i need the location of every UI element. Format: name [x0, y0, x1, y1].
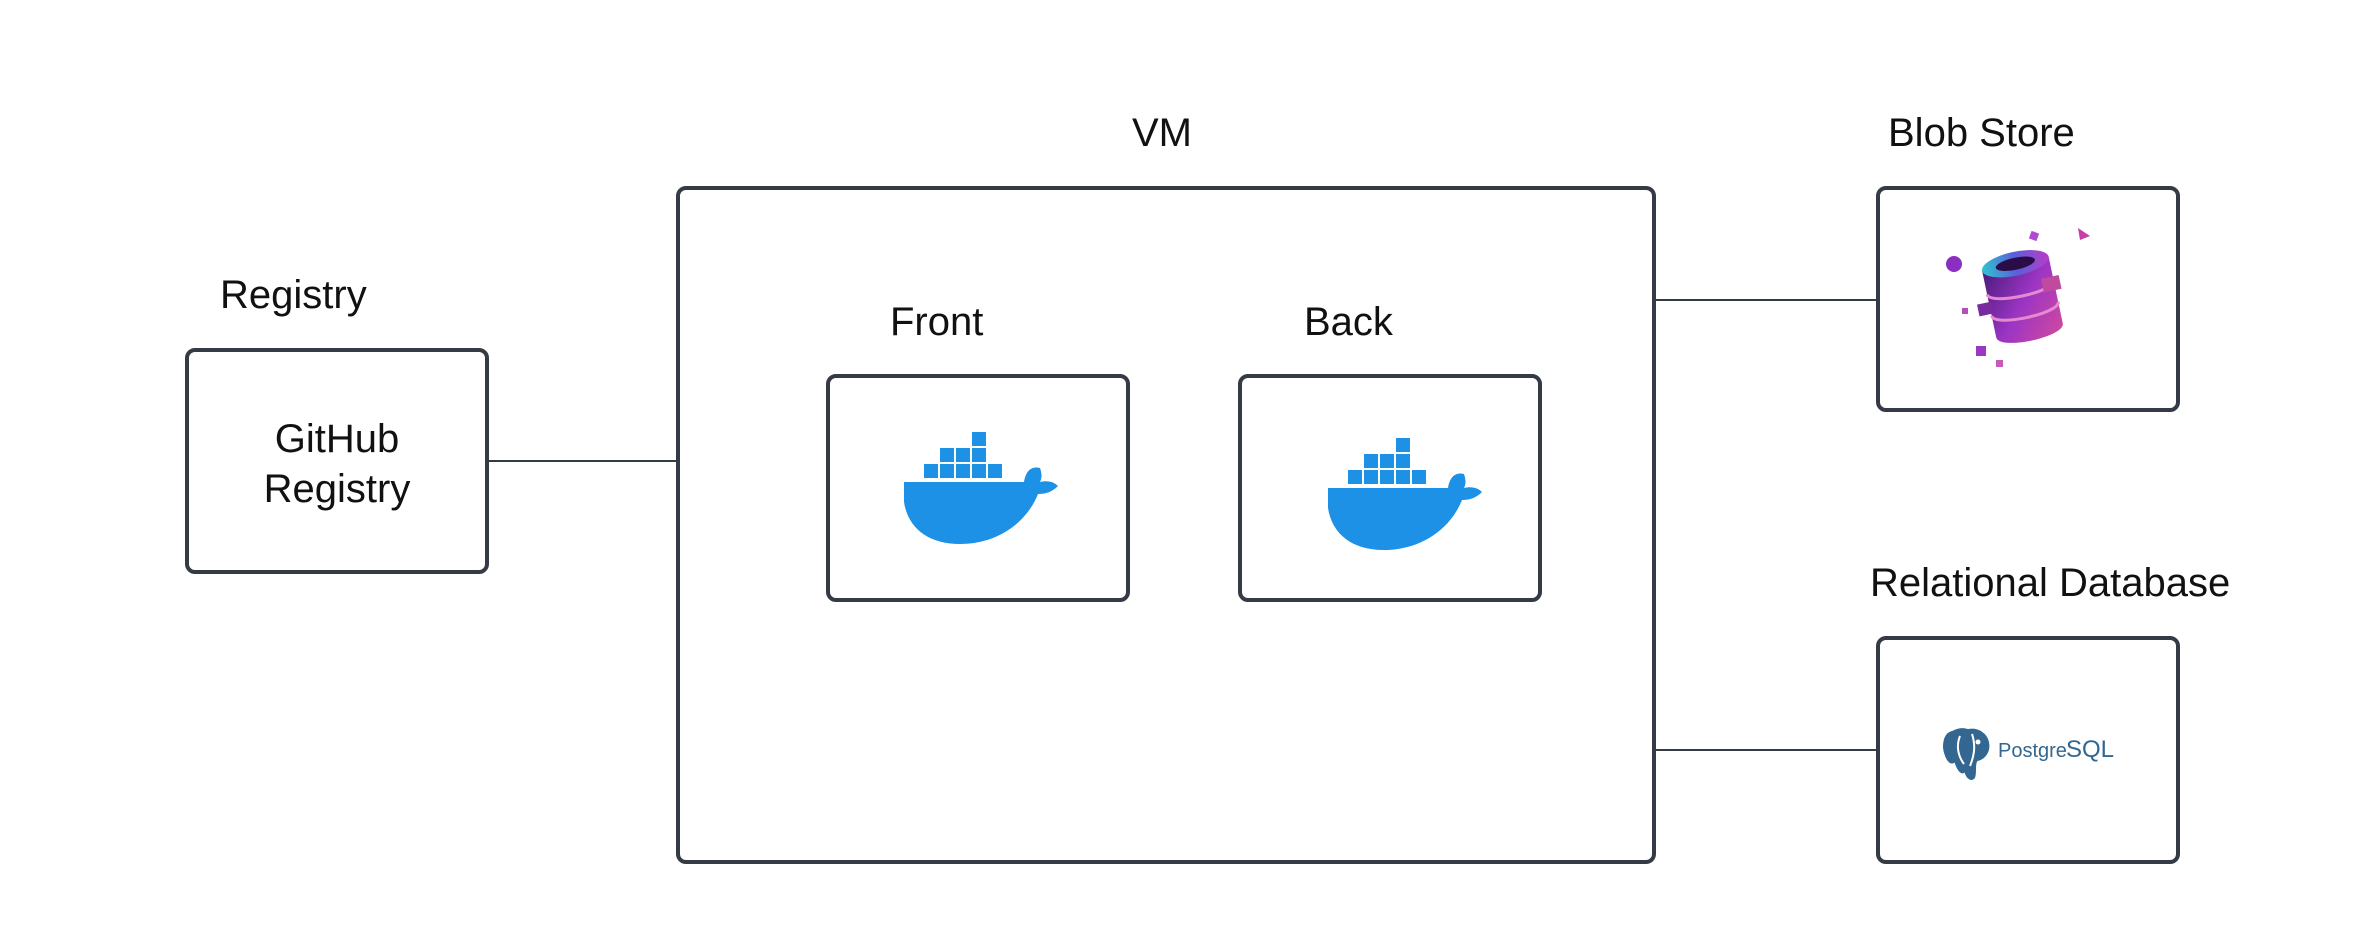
- postgresql-logo-text-left: Postgre: [1998, 740, 2067, 762]
- docker-whale-icon: [1328, 438, 1482, 550]
- connector-vm-blob-store: [1654, 299, 1880, 301]
- connector-vm-database: [1654, 749, 1880, 751]
- registry-name-line1: GitHub: [274, 417, 400, 461]
- postgresql-logo-icon: Postgre SQL: [1938, 724, 2128, 786]
- postgresql-logo-text-right: SQL: [2066, 736, 2115, 763]
- relational-db-box: Postgre SQL: [1876, 636, 2180, 864]
- registry-name-line2: Registry: [263, 467, 411, 511]
- registry-title: Registry: [220, 273, 367, 317]
- relational-db-title: Relational Database: [1870, 561, 2231, 605]
- registry-box: GitHub Registry: [185, 348, 489, 574]
- front-container-box: [826, 374, 1130, 602]
- connector-registry-vm: [488, 460, 678, 462]
- back-title: Back: [1304, 300, 1393, 344]
- back-container-box: [1238, 374, 1542, 602]
- blob-store-box: [1876, 186, 2180, 412]
- docker-whale-icon: [904, 432, 1058, 544]
- blob-storage-3d-icon: [1946, 228, 2090, 367]
- vm-title: VM: [1132, 111, 1192, 155]
- blob-store-title: Blob Store: [1888, 111, 2075, 155]
- front-title: Front: [890, 300, 984, 344]
